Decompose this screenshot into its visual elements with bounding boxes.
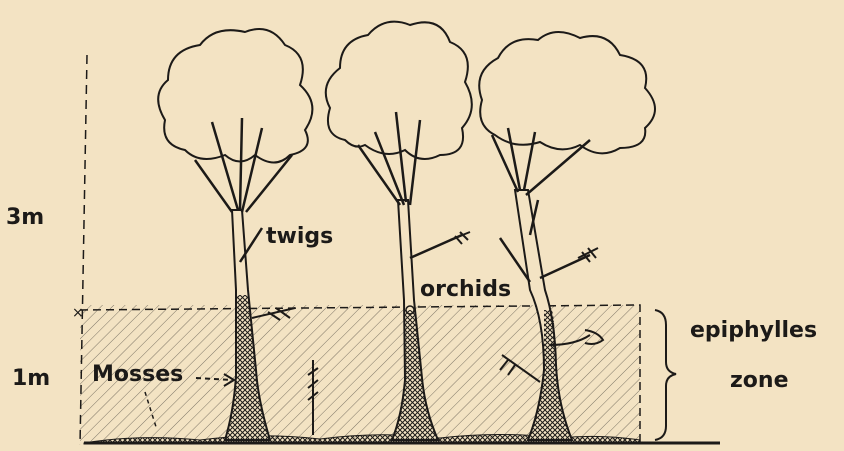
zone-label-line-2: zone <box>730 370 789 392</box>
height-label-3m: 3m <box>6 207 44 229</box>
mosses-label: Mosses <box>92 364 183 386</box>
twigs-label: twigs <box>266 226 333 248</box>
height-label-1m: 1m <box>12 368 50 390</box>
tree-2-orchid <box>450 232 470 244</box>
tree-3-branches <box>492 128 590 282</box>
zone-label-line-1: epiphylles <box>690 320 817 342</box>
tree-1-crown <box>158 29 312 163</box>
zone-brace <box>655 310 676 440</box>
tree-3-crown <box>479 32 655 153</box>
orchids-label: orchids <box>420 279 511 301</box>
